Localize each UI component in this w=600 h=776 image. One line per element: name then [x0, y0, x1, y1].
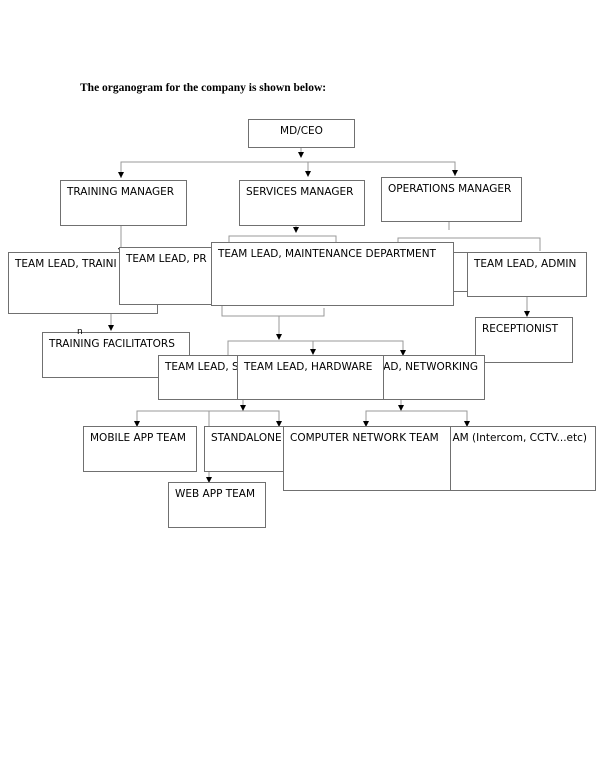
team-lead-networking-label: AD, NETWORKING [383, 361, 478, 373]
web-app-team-label: WEB APP TEAM [175, 488, 256, 500]
receptionist-label: RECEPTIONIST [482, 323, 559, 335]
training-manager-box: TRAINING MANAGER [60, 180, 187, 226]
receptionist-box: RECEPTIONIST [475, 317, 573, 363]
training-facilitators-label: TRAINING FACILITATORS [49, 338, 175, 350]
team-lead-hardware-label: TEAM LEAD, HARDWARE [244, 361, 373, 373]
team-lead-training-label: TEAM LEAD, TRAINI [15, 258, 117, 270]
security-team-label: AM (Intercom, CCTV...etc) [452, 432, 587, 444]
team-lead-admin-box: TEAM LEAD, ADMIN [467, 252, 587, 297]
team-lead-networking-box: AD, NETWORKING [366, 355, 485, 400]
computer-network-team-label: COMPUTER NETWORK TEAM [290, 432, 439, 444]
md-ceo-label: MD/CEO [280, 125, 323, 137]
team-lead-hardware-box: TEAM LEAD, HARDWARE [237, 355, 384, 400]
stray-mark: n [77, 327, 83, 337]
team-lead-software-label: TEAM LEAD, S [165, 361, 239, 373]
standalone-team-box: STANDALONE [204, 426, 294, 472]
mobile-app-team-box: MOBILE APP TEAM [83, 426, 197, 472]
services-manager-box: SERVICES MANAGER [239, 180, 365, 226]
team-lead-maintenance-box: TEAM LEAD, MAINTENANCE DEPARTMENT [211, 242, 454, 306]
computer-network-team-box: COMPUTER NETWORK TEAM [283, 426, 451, 491]
operations-manager-label: OPERATIONS MANAGER [388, 183, 512, 195]
organogram-caption: The organogram for the company is shown … [80, 82, 327, 94]
team-lead-projects-label: TEAM LEAD, PR [126, 253, 207, 265]
operations-manager-box: OPERATIONS MANAGER [381, 177, 522, 222]
services-manager-label: SERVICES MANAGER [246, 186, 354, 198]
standalone-team-label: STANDALONE [211, 432, 282, 444]
mobile-app-team-label: MOBILE APP TEAM [90, 432, 186, 444]
training-manager-label: TRAINING MANAGER [67, 186, 175, 198]
team-lead-admin-label: TEAM LEAD, ADMIN [474, 258, 577, 270]
md-ceo-box: MD/CEO [248, 119, 355, 148]
team-lead-maintenance-label: TEAM LEAD, MAINTENANCE DEPARTMENT [218, 248, 436, 260]
web-app-team-box: WEB APP TEAM [168, 482, 266, 528]
